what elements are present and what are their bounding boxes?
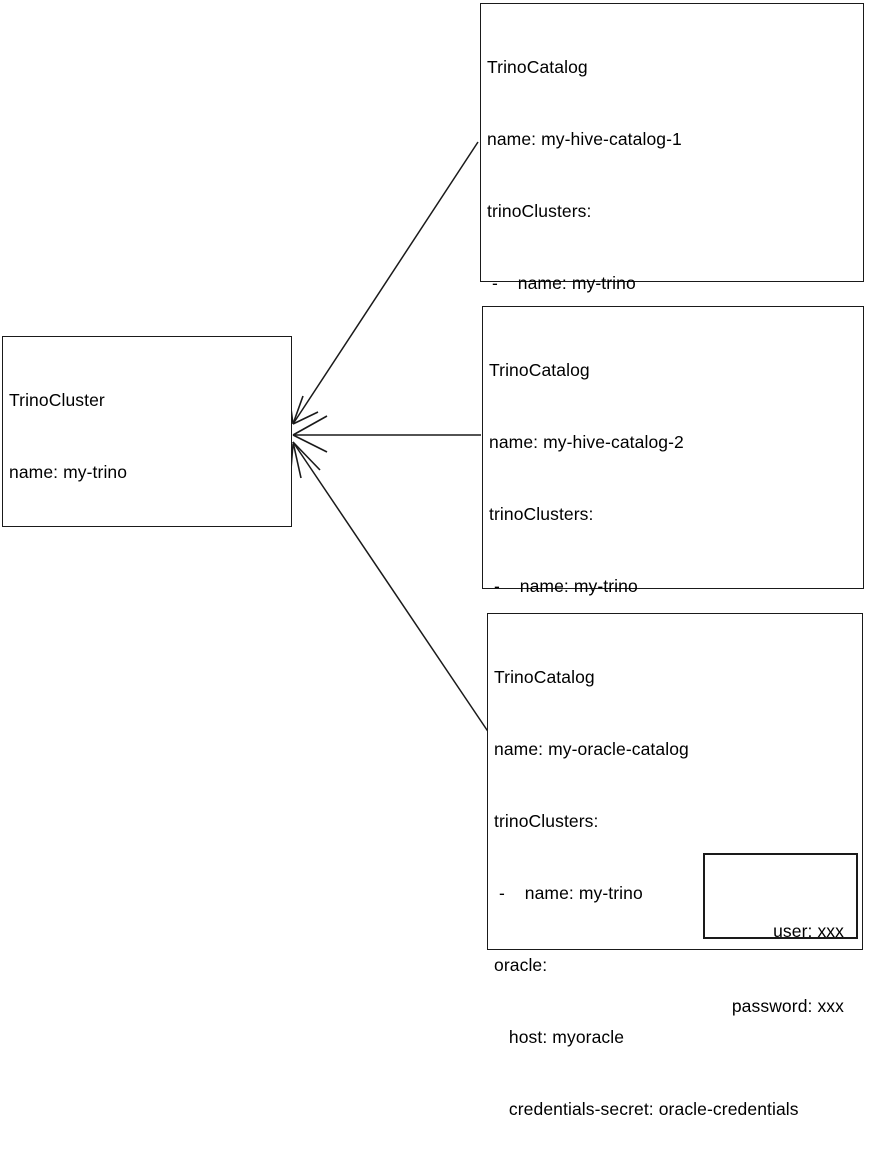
node-line: credentials-secret: oracle-credentials bbox=[494, 1099, 799, 1119]
node-line: trinoClusters: bbox=[494, 811, 599, 831]
node-line: TrinoCatalog bbox=[487, 57, 588, 77]
node-trino-cluster[interactable]: TrinoCluster name: my-trino bbox=[2, 336, 292, 527]
node-line: trinoClusters: bbox=[487, 201, 592, 221]
node-line: name: my-hive-catalog-2 bbox=[489, 432, 684, 452]
node-credentials-secret[interactable]: user: xxx password: xxx bbox=[703, 853, 858, 1016]
node-line: TrinoCatalog bbox=[494, 667, 595, 687]
node-line: - name: my-trino bbox=[494, 883, 643, 903]
edge-catalog-1-to-cluster bbox=[292, 141, 479, 425]
node-line: - name: my-trino bbox=[487, 273, 636, 293]
node-trino-catalog-my-hive-catalog-2[interactable]: TrinoCatalog name: my-hive-catalog-2 tri… bbox=[482, 306, 864, 884]
diagram-canvas: TrinoCluster name: my-trino TrinoCatalog… bbox=[2, 3, 864, 1119]
node-trino-catalog-my-hive-catalog-1[interactable]: TrinoCatalog name: my-hive-catalog-1 tri… bbox=[480, 3, 864, 653]
edge-catalog-3-to-cluster bbox=[292, 441, 490, 734]
node-line: TrinoCluster bbox=[9, 390, 105, 410]
edge-catalog-2-to-cluster bbox=[292, 415, 481, 453]
node-line: TrinoCatalog bbox=[489, 360, 590, 380]
node-line: trinoClusters: bbox=[489, 504, 594, 524]
node-line: password: xxx bbox=[731, 996, 844, 1016]
node-trino-cluster-text: TrinoCluster name: my-trino bbox=[9, 340, 127, 532]
node-line: name: my-hive-catalog-1 bbox=[487, 129, 682, 149]
node-trino-catalog-my-oracle-catalog[interactable]: TrinoCatalog name: my-oracle-catalog tri… bbox=[487, 613, 863, 1119]
node-line: name: my-trino bbox=[9, 462, 128, 482]
node-line: - name: my-trino bbox=[489, 576, 638, 596]
node-credentials-secret-text: user: xxx password: xxx bbox=[705, 869, 844, 1069]
node-line: name: my-oracle-catalog bbox=[494, 739, 689, 759]
node-line: user: xxx bbox=[773, 921, 844, 941]
